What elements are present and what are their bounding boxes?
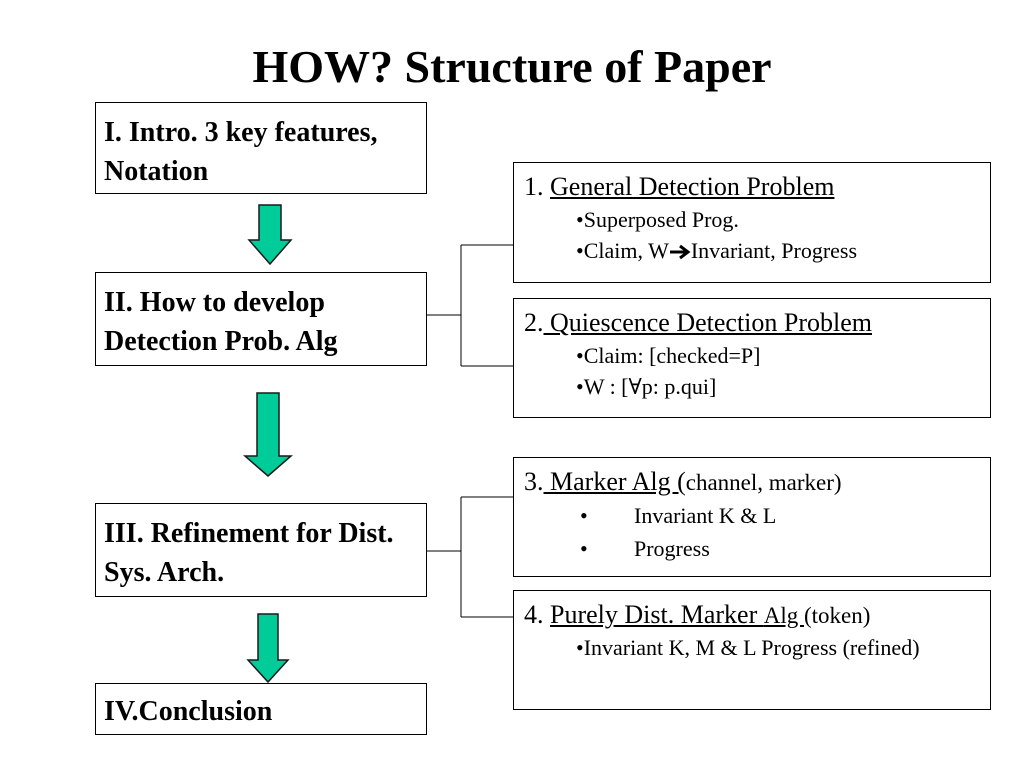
bullet-item: •Claim: [checked=P] — [576, 342, 761, 368]
step-refinement-box: III. Refinement for Dist. Sys. Arch. — [95, 503, 427, 597]
step-refinement-label: III. Refinement for Dist. Sys. Arch. — [104, 518, 394, 589]
detail-heading: Quiescence Detection Problem — [543, 308, 872, 337]
slide-title: HOW? Structure of Paper — [252, 41, 772, 92]
bullet-dot: • — [580, 535, 588, 561]
detail-general-detection-box: 1. General Detection Problem •Superposed… — [513, 162, 991, 283]
bullet-item: •Superposed Prog. — [576, 206, 739, 232]
detail-number: 3. — [524, 467, 544, 496]
bullet-item: • Progress — [524, 532, 982, 565]
bullet-text: •Claim, W — [576, 238, 669, 264]
detail-number: 1. — [524, 172, 550, 201]
detail-number: 2. — [524, 308, 544, 337]
down-arrow-icon — [242, 392, 294, 477]
down-arrow-icon — [246, 613, 290, 684]
bullet-item: •W : [∀p: p.qui] — [524, 371, 982, 403]
detail-params: (token) — [804, 603, 871, 628]
step-intro-box: I. Intro. 3 key features, Notation — [95, 102, 427, 194]
bullet-text: Invariant, Progress — [690, 238, 858, 264]
bullet-item: •Invariant K, M & L Progress (refined) — [576, 634, 920, 660]
step-develop-box: II. How to develop Detection Prob. Alg — [95, 272, 427, 366]
detail-marker-alg-box: 3. Marker Alg (channel, marker) • Invari… — [513, 457, 991, 577]
detail-heading-small: Alg — [763, 603, 804, 628]
step-conclusion-box: IV.Conclusion — [95, 683, 427, 735]
bullet-text: Progress — [634, 535, 710, 561]
step-conclusion-label: IV.Conclusion — [104, 696, 273, 727]
step-develop-label: II. How to develop Detection Prob. Alg — [104, 287, 338, 358]
bullet-item: •Claim, W Invariant, Progress — [524, 235, 982, 269]
forall-symbol-icon: ∀ — [628, 374, 642, 400]
detail-quiescence-box: 2. Quiescence Detection Problem •Claim: … — [513, 298, 991, 418]
detail-heading: Purely Dist. Marker — [550, 600, 764, 629]
bullet-item: • Invariant K & L — [524, 499, 982, 532]
detail-heading: General Detection Problem — [550, 172, 835, 201]
bullet-dot: • — [580, 502, 588, 528]
bullet-text: Invariant K & L — [634, 502, 777, 528]
detail-heading: Marker Alg ( — [543, 467, 686, 496]
detail-purely-dist-box: 4. Purely Dist. Marker Alg (token) •Inva… — [513, 590, 991, 710]
down-arrow-icon — [247, 204, 293, 266]
detail-params: channel, marker) — [685, 470, 842, 495]
bullet-text: p: p.qui] — [641, 374, 717, 400]
bullet-text: •W : [ — [576, 374, 629, 400]
right-arrow-icon — [669, 237, 691, 269]
detail-number: 4. — [524, 600, 550, 629]
step-intro-label: I. Intro. 3 key features, Notation — [104, 117, 378, 188]
